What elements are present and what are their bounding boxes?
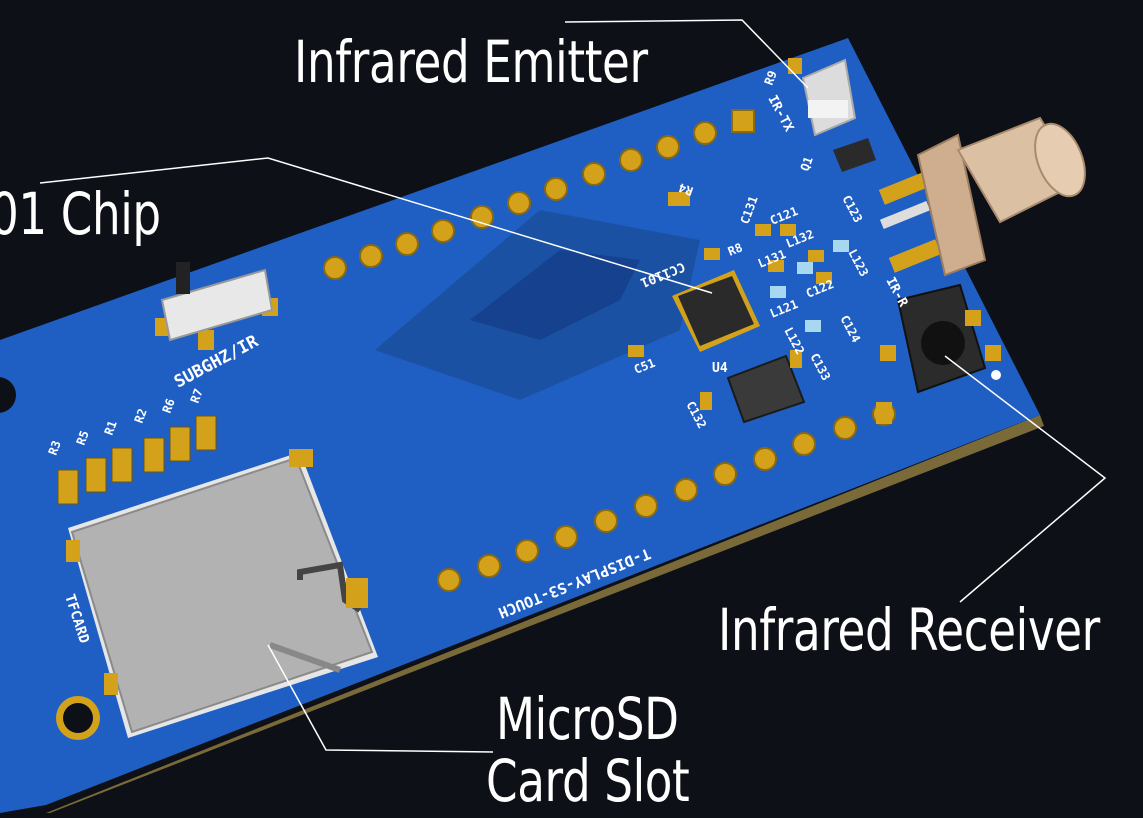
silk-r9: R9 — [762, 69, 780, 87]
silk-r8: R8 — [726, 240, 745, 258]
pcb-edge — [46, 415, 1044, 813]
silk-r3: R3 — [46, 439, 64, 457]
label-infrared-receiver: Infrared Receiver — [718, 596, 1100, 664]
slide-switch — [155, 262, 278, 350]
leader-receiver — [944, 355, 1107, 603]
label-chip: 01 Chip — [0, 180, 161, 248]
silk-r6: R6 — [160, 397, 178, 415]
leader-emitter — [564, 19, 809, 89]
silk-q1: Q1 — [798, 155, 816, 173]
label-microsd-line2: Card Slot — [486, 747, 690, 815]
label-infrared-emitter: Infrared Emitter — [294, 28, 648, 96]
u4-chip — [726, 354, 806, 424]
silk-r4: R4 — [677, 180, 695, 198]
silk-r1: R1 — [102, 419, 120, 437]
q1-transistor — [833, 138, 876, 172]
sma-connector — [878, 116, 1086, 277]
ir-receiver — [876, 283, 1001, 424]
leader-microsd — [267, 644, 494, 753]
cc1101-chip — [672, 270, 760, 352]
silk-r5: R5 — [74, 429, 92, 447]
passive-components — [628, 58, 849, 410]
label-microsd-line1: MicroSD — [496, 685, 679, 753]
top-pin-row — [323, 109, 755, 280]
mount-hole — [63, 703, 93, 733]
microsd-slot — [66, 449, 378, 738]
silk-u4: U4 — [712, 361, 728, 376]
silk-r7: R7 — [188, 387, 206, 405]
silk-r2: R2 — [132, 407, 150, 425]
mount-hole — [0, 377, 16, 413]
resistor-row — [57, 415, 217, 505]
leader-lines — [39, 19, 1107, 753]
leader-chip — [39, 157, 713, 294]
pcb-logo-inner — [470, 250, 640, 340]
ir-emitter — [801, 58, 857, 137]
